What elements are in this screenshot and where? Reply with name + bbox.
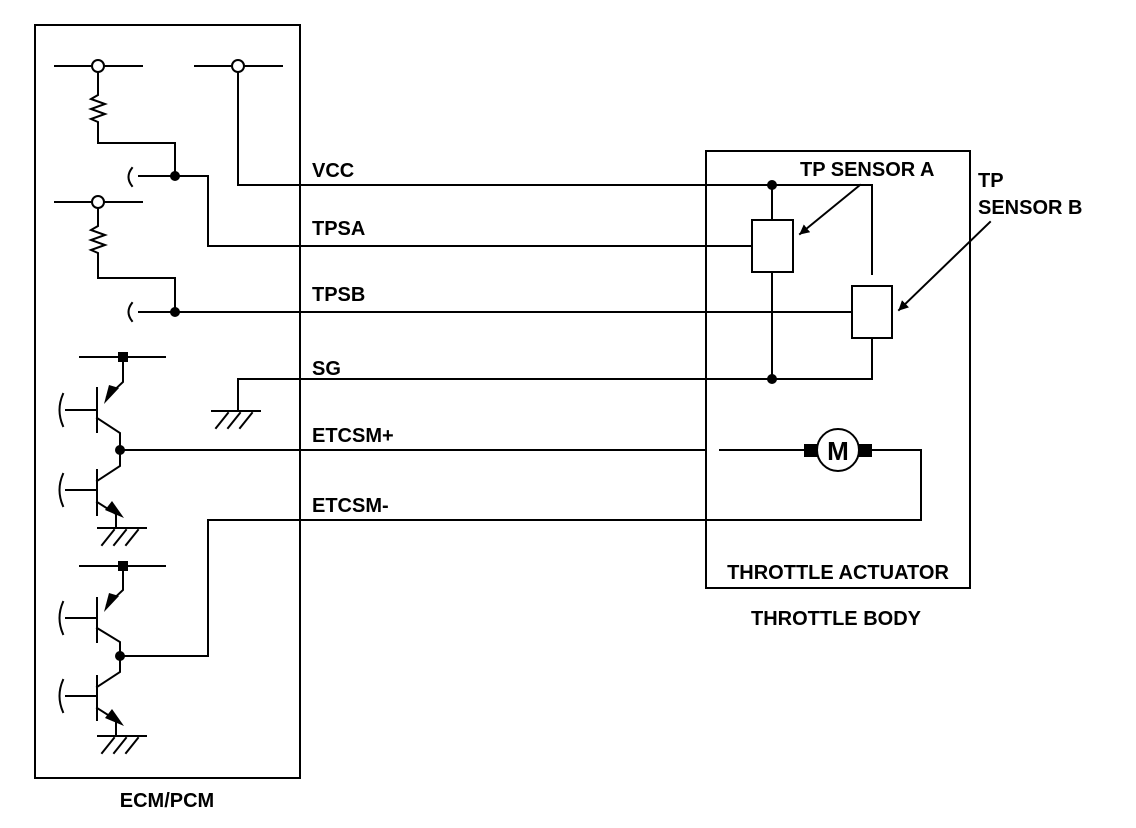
- h-bridge-lower: [58, 519, 209, 755]
- wire-label-tpsb: TPSB: [312, 284, 365, 306]
- terminal-square: [118, 352, 128, 362]
- throttle-actuator-box: [705, 150, 971, 589]
- motor-icon: [816, 428, 860, 472]
- tp-sensor-a-arrow: [798, 183, 862, 236]
- motor-terminal-right: [858, 444, 872, 457]
- terminal-square: [118, 561, 128, 571]
- throttle-body-label: THROTTLE BODY: [751, 608, 922, 630]
- wire-label-tpsa: TPSA: [312, 218, 365, 240]
- wire-label-sg: SG: [312, 358, 341, 380]
- tp-sensor-b-label-line2: SENSOR B: [978, 197, 1082, 219]
- terminal: [231, 59, 245, 73]
- wire-label-etcsm-plus: ETCSM+: [312, 425, 394, 447]
- tp-sensor-b-label-line1: TP: [978, 170, 1004, 192]
- throttle-actuator-label: THROTTLE ACTUATOR: [727, 562, 949, 584]
- wire-label-etcsm-minus: ETCSM-: [312, 495, 389, 517]
- tp-sensor-b: [851, 285, 893, 339]
- junction-dot: [170, 171, 180, 181]
- vcc-source: [194, 59, 283, 186]
- sg-ground: [211, 378, 261, 430]
- throttle-motor: M: [804, 428, 872, 472]
- ecm-module: ECM/PCM: [34, 24, 721, 812]
- wire-vcc: [237, 184, 873, 275]
- ecm-box: [34, 24, 301, 779]
- wire-etcsm-minus: [207, 449, 922, 521]
- harness-wires: [174, 180, 922, 521]
- wire-sg: [237, 337, 873, 380]
- terminal: [91, 59, 105, 73]
- tpsa-pullup: [54, 59, 209, 247]
- tp-sensor-b-arrow: [897, 220, 992, 312]
- h-bridge-upper: [58, 352, 721, 547]
- tpsb-pullup: [54, 195, 180, 323]
- throttle-actuator: THROTTLE ACTUATOR: [705, 150, 971, 589]
- tp-sensor-a-label: TP SENSOR A: [800, 159, 934, 181]
- ecm-label: ECM/PCM: [120, 790, 214, 812]
- terminal: [91, 195, 105, 209]
- wire-label-vcc: VCC: [312, 160, 354, 182]
- motor-symbol: M: [827, 436, 849, 466]
- tp-sensor-a: [751, 219, 794, 273]
- motor-terminal-left: [804, 444, 818, 457]
